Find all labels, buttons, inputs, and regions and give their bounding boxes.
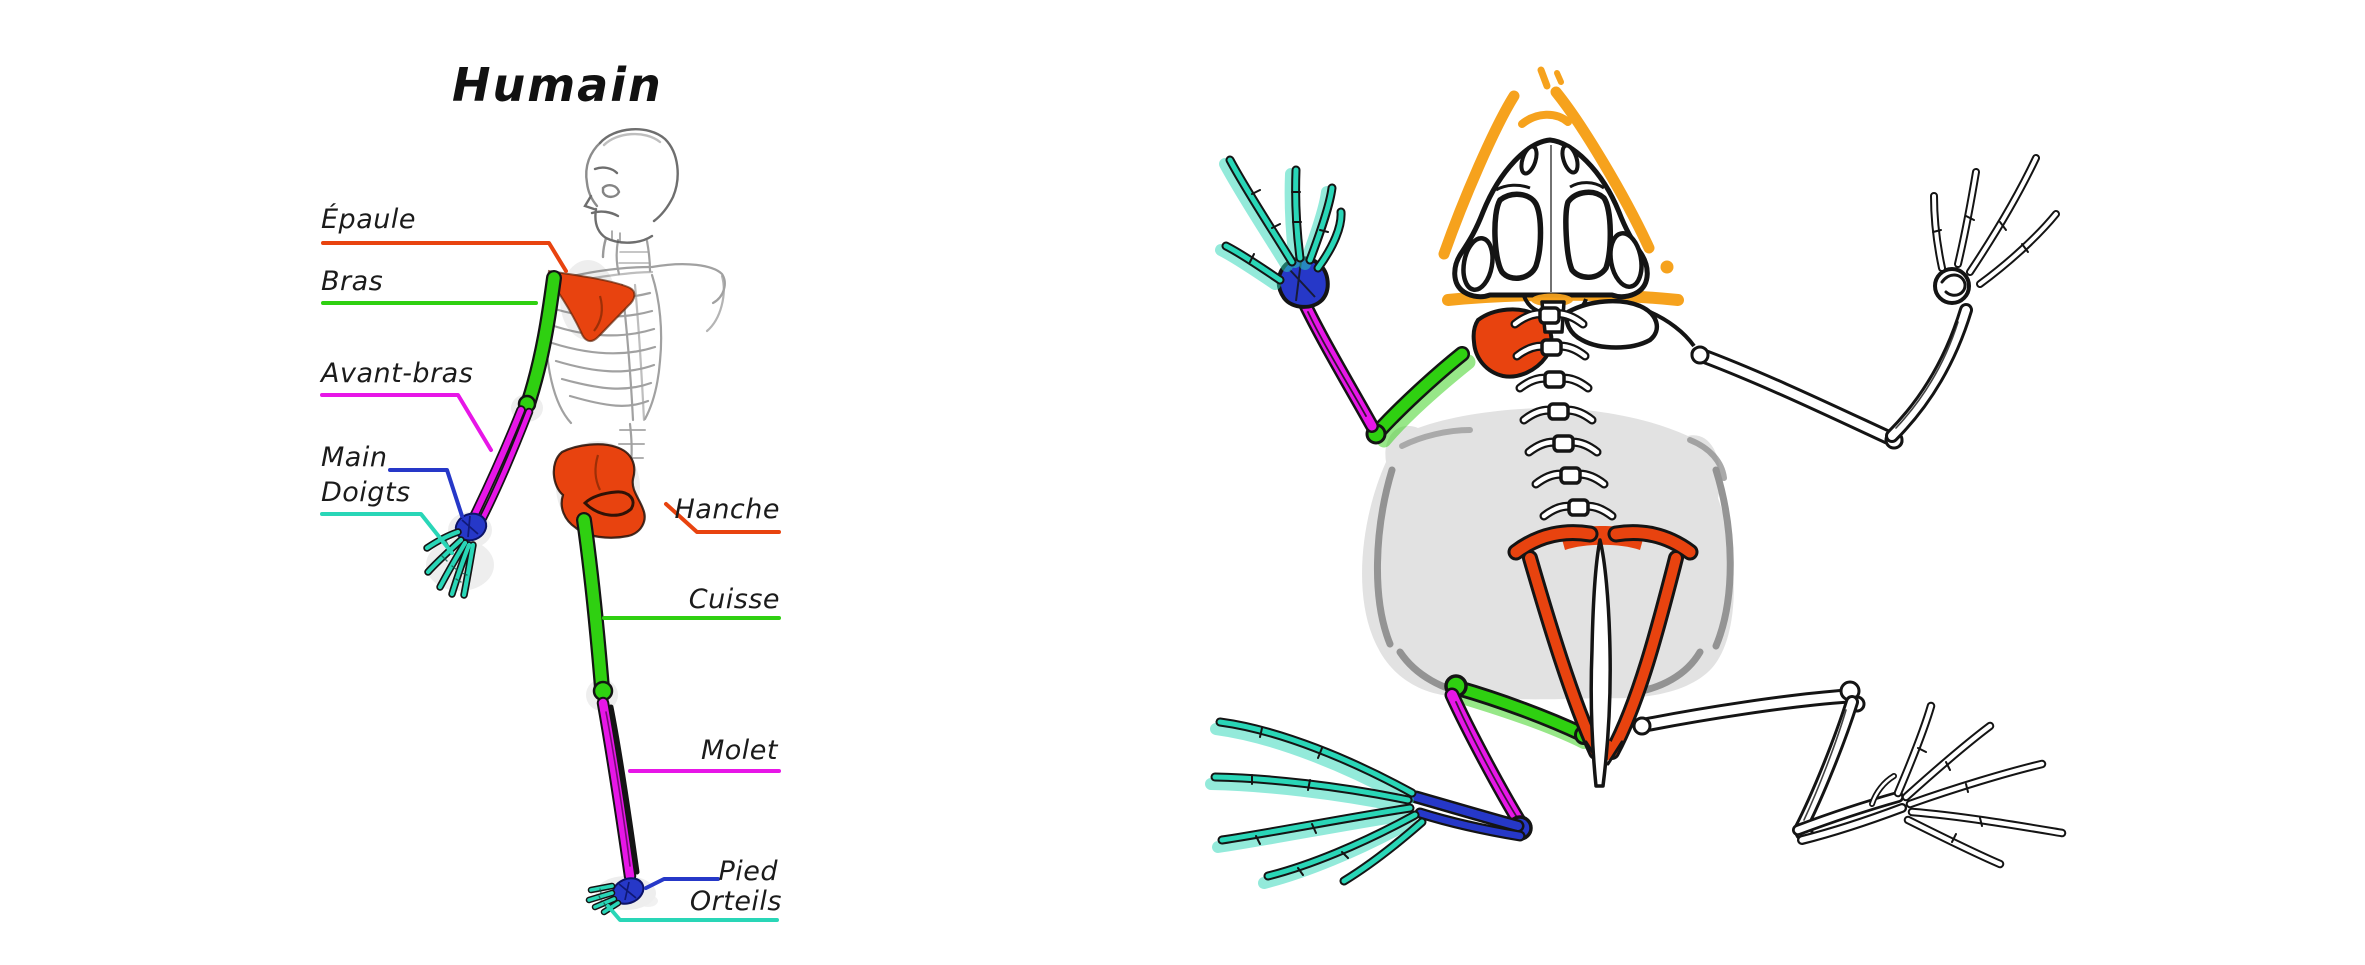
diagram-title: Humain — [452, 58, 663, 112]
label-molet: Molet — [700, 735, 778, 766]
label-avant-bras: Avant-bras — [321, 358, 474, 389]
frog-skeleton — [1205, 66, 2067, 889]
human-hip — [552, 443, 646, 539]
label-pied: Pied — [718, 856, 778, 887]
label-cuisse: Cuisse — [688, 584, 780, 615]
human-humerus — [517, 270, 562, 414]
human-scapula — [546, 269, 636, 343]
human-tibia — [596, 696, 640, 883]
leader-orteils — [606, 904, 779, 922]
label-leader-lines — [320, 241, 781, 922]
leader-avant-bras — [320, 393, 493, 452]
frog-right-foot — [1792, 773, 1907, 845]
frog-scapula — [1471, 307, 1554, 379]
human-skeleton — [423, 128, 726, 916]
frog-left-tibia — [1444, 687, 1530, 834]
frog-left-foot — [1409, 790, 1533, 842]
leader-main — [388, 468, 464, 518]
leader-epaule — [321, 241, 568, 273]
frog-right-fingers — [1930, 154, 2060, 288]
frog-right-tibia — [1793, 695, 1859, 837]
human-femur — [576, 512, 614, 702]
frog-left-fingers — [1215, 155, 1346, 290]
frog-pectoral-girdle — [1540, 299, 1696, 350]
leader-hanche — [664, 502, 781, 534]
label-hanche: Hanche — [674, 494, 780, 525]
leader-doigts — [320, 512, 454, 555]
frog-pelvis — [1507, 524, 1699, 788]
human-skull — [583, 128, 679, 259]
label-bras: Bras — [321, 266, 384, 297]
label-epaule: Épaule — [321, 204, 416, 235]
frog-right-arm — [1690, 154, 2060, 450]
frog-left-forearm — [1296, 293, 1379, 433]
label-main: Main — [321, 442, 388, 473]
human-forearm — [469, 405, 534, 523]
label-doigts: Doigts — [321, 477, 411, 508]
leader-pied — [644, 877, 720, 890]
frog-right-toes — [1893, 701, 2067, 869]
frog-spine — [1510, 306, 1617, 521]
label-orteils: Orteils — [689, 886, 782, 917]
frog-left-toes — [1205, 717, 1427, 889]
